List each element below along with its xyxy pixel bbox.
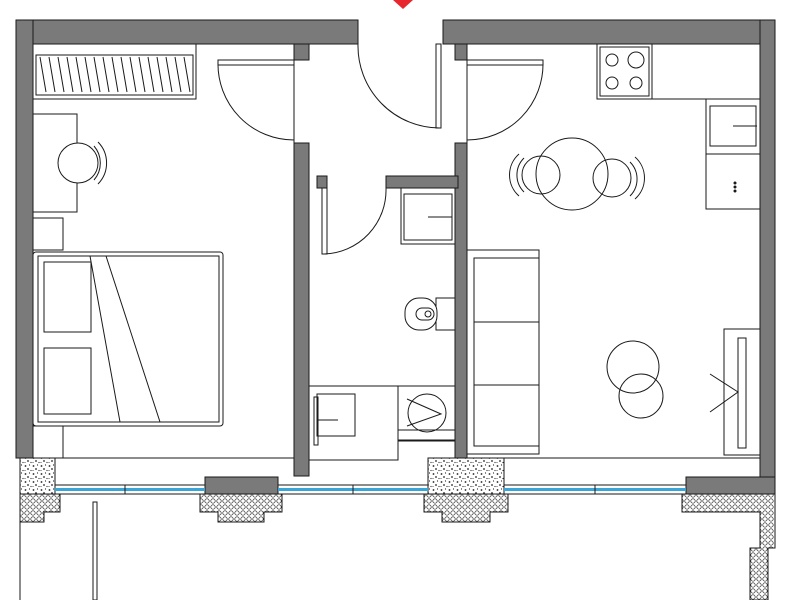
desk bbox=[32, 113, 78, 213]
bathroom-door bbox=[321, 187, 387, 255]
entry-marker-icon bbox=[393, 0, 413, 9]
window-bedroom bbox=[54, 484, 206, 495]
living-kitchen bbox=[466, 43, 761, 456]
wall-right bbox=[759, 19, 776, 479]
cooktop-burner-icon bbox=[605, 76, 619, 90]
sofa bbox=[466, 249, 540, 455]
shower-tray bbox=[308, 385, 399, 461]
living-door bbox=[466, 59, 544, 141]
entrance-door bbox=[357, 43, 442, 129]
wardrobe bbox=[32, 43, 197, 100]
doors bbox=[217, 43, 544, 255]
bedroom bbox=[32, 43, 224, 459]
balcony bbox=[19, 501, 98, 600]
cooktop bbox=[596, 43, 761, 100]
dining-table bbox=[535, 137, 609, 211]
dining-chair bbox=[592, 156, 645, 200]
wall-facade-right bbox=[685, 476, 776, 496]
drain-icon bbox=[733, 181, 737, 185]
lounge-chair bbox=[606, 340, 664, 419]
cooktop-burner-icon bbox=[627, 51, 645, 69]
wall-top-left bbox=[15, 19, 359, 45]
tv-console bbox=[709, 328, 761, 456]
wall-bath-top bbox=[385, 175, 459, 189]
cooktop-burner-icon bbox=[629, 76, 643, 90]
wall-bedroom-hall bbox=[293, 142, 310, 477]
column-center bbox=[427, 457, 505, 495]
cooktop-burner-icon bbox=[605, 53, 619, 67]
wall-left bbox=[15, 19, 34, 459]
wall-facade-mid bbox=[204, 476, 279, 496]
washing-machine bbox=[397, 385, 456, 442]
wall-bath-post bbox=[316, 175, 328, 189]
window-living bbox=[503, 484, 687, 495]
bedroom-door bbox=[217, 59, 295, 141]
washbasin bbox=[400, 187, 456, 245]
windows bbox=[54, 484, 687, 495]
dining-chair bbox=[509, 153, 561, 197]
double-bed bbox=[32, 251, 224, 427]
insulation bbox=[19, 493, 776, 600]
nightstand bbox=[32, 425, 64, 459]
bathroom bbox=[308, 187, 456, 461]
window-hall bbox=[277, 484, 429, 495]
dishwasher bbox=[705, 153, 761, 210]
columns bbox=[19, 457, 505, 495]
toilet bbox=[404, 297, 456, 331]
desk-chair bbox=[57, 141, 108, 185]
column-left bbox=[19, 457, 56, 495]
nightstand bbox=[32, 217, 64, 251]
kitchen-sink bbox=[705, 98, 761, 155]
wall-top-right bbox=[442, 19, 776, 45]
wall-living-stub bbox=[454, 43, 468, 61]
wall-hall-living bbox=[454, 142, 468, 461]
wall-bedroom-stub bbox=[293, 43, 310, 61]
